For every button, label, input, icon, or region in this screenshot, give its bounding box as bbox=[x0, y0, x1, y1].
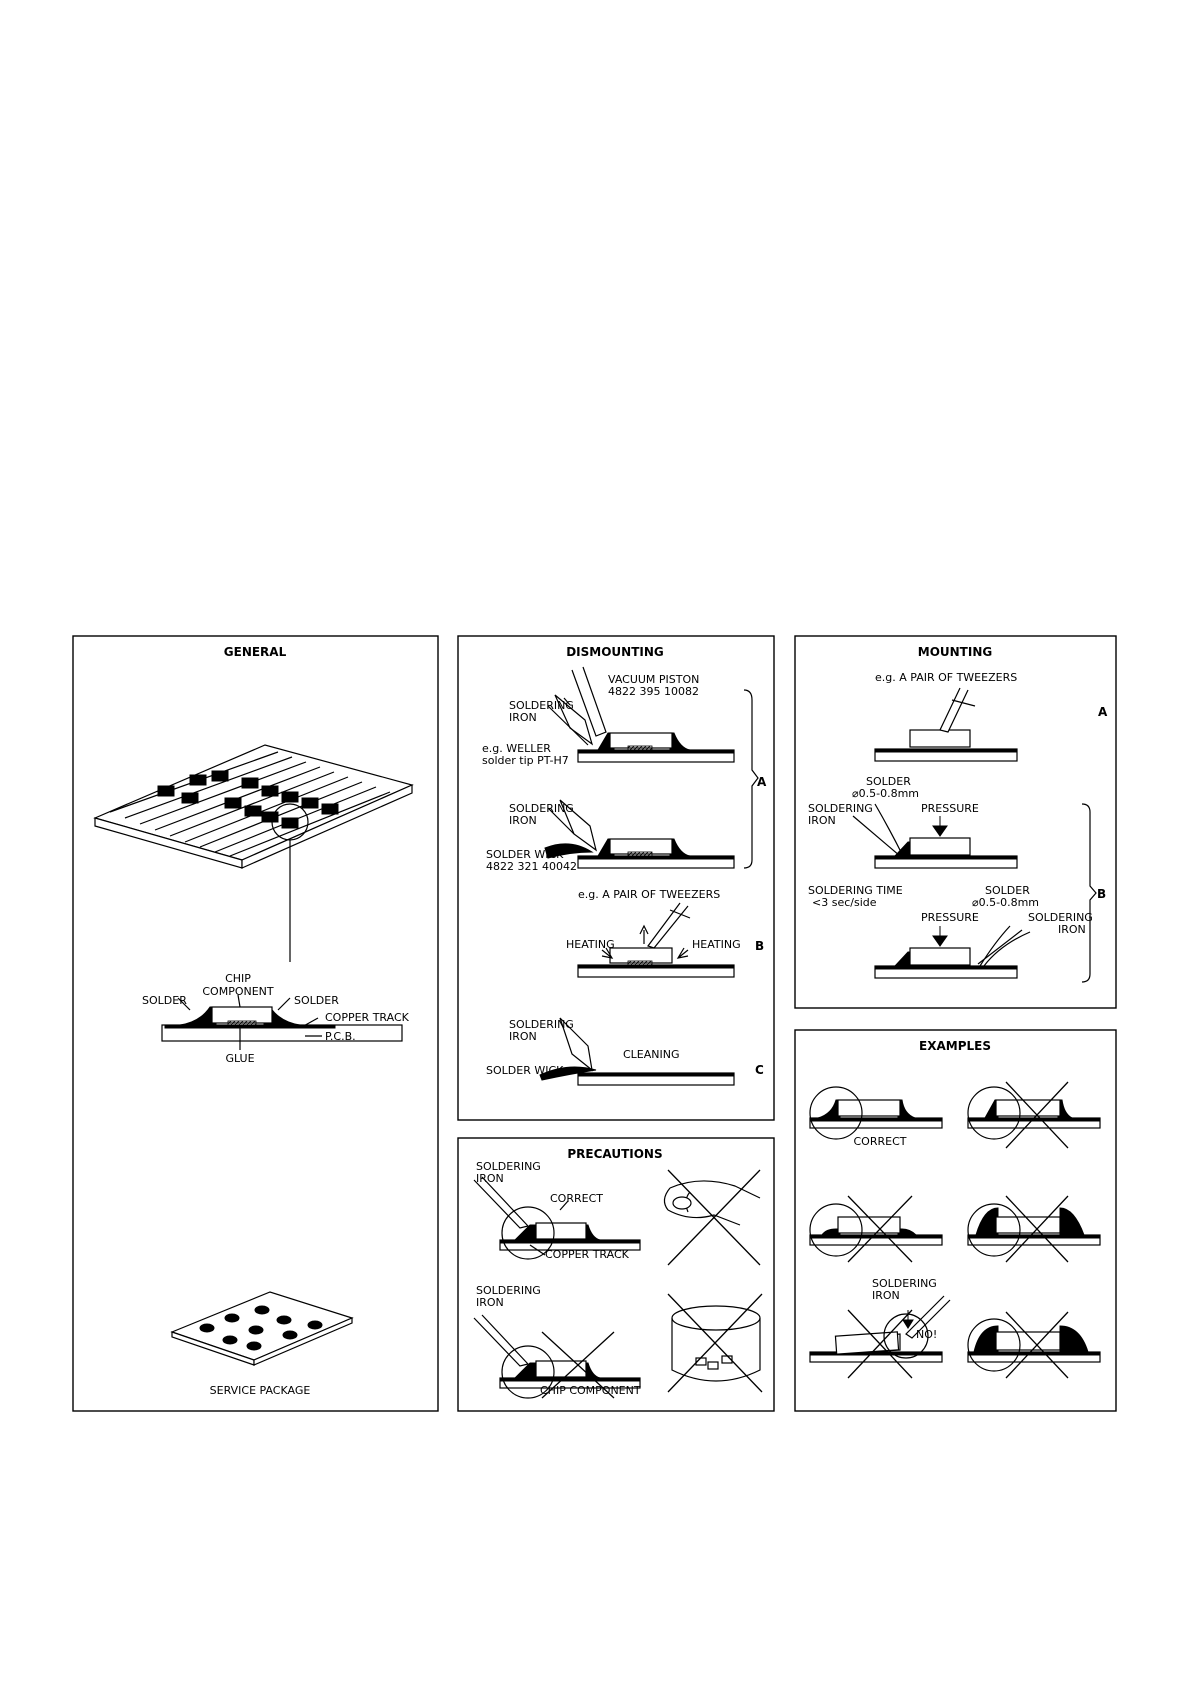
mount-solder-2-dia: ⌀0.5-0.8mm bbox=[972, 896, 1039, 909]
solder-wick-c-label: SOLDER WICK bbox=[486, 1064, 564, 1077]
examples-iron-2: IRON bbox=[872, 1289, 900, 1302]
mount-soldering-time-1: SOLDERING TIME bbox=[808, 884, 903, 897]
solder-label-right: SOLDER bbox=[294, 994, 339, 1007]
mount-solder-1-dia: ⌀0.5-0.8mm bbox=[852, 787, 919, 800]
mount-solder-1: SOLDER bbox=[866, 775, 911, 788]
mount-solder-2: SOLDER bbox=[985, 884, 1030, 897]
precaution-iron-3: SOLDERING bbox=[476, 1284, 541, 1297]
dismount-step-c-illustration bbox=[539, 1017, 735, 1086]
mount-pressure-2: PRESSURE bbox=[921, 911, 979, 924]
precautions-panel-title: PRECAUTIONS bbox=[567, 1147, 662, 1161]
examples-correct-label: CORRECT bbox=[854, 1135, 907, 1148]
container-forbidden-illustration bbox=[667, 1293, 763, 1393]
precaution-copper-track-label: COPPER TRACK bbox=[545, 1248, 630, 1261]
chip-cross-section bbox=[161, 994, 403, 1050]
mounting-panel: MOUNTING e.g. A PAIR OF TWEEZERS A SOLDE… bbox=[794, 635, 1117, 1009]
pcb-board-illustration bbox=[93, 744, 414, 962]
vacuum-piston-label: VACUUM PISTON bbox=[608, 673, 699, 686]
mount-step-b2-illustration bbox=[874, 925, 1031, 979]
mount-iron-1: SOLDERING bbox=[808, 802, 873, 815]
service-package-label: SERVICE PACKAGE bbox=[210, 1384, 311, 1397]
example-wrong-4 bbox=[809, 1295, 951, 1379]
general-panel-title: GENERAL bbox=[224, 645, 287, 659]
precaution-iron-4: IRON bbox=[476, 1296, 504, 1309]
dismount-step-a2-illustration bbox=[544, 799, 735, 869]
mount-soldering-time-2: <3 sec/side bbox=[812, 896, 877, 909]
precaution-wrong-illustration bbox=[473, 1314, 641, 1399]
smd-chip-array bbox=[157, 770, 339, 829]
mounting-panel-title: MOUNTING bbox=[918, 645, 992, 659]
example-wrong-5 bbox=[967, 1311, 1101, 1379]
dismount-step-b-illustration bbox=[577, 902, 735, 978]
soldering-iron-c-2: IRON bbox=[509, 1030, 537, 1043]
precautions-panel: PRECAUTIONS SOLDERING IRON CORRECT COPPE… bbox=[457, 1137, 775, 1412]
precaution-iron-1: SOLDERING bbox=[476, 1160, 541, 1173]
heating-left-label: HEATING bbox=[566, 938, 615, 951]
precautions-panel-frame bbox=[457, 1137, 775, 1412]
mount-step-b1-illustration bbox=[852, 803, 1018, 869]
mount-iron-4: IRON bbox=[1058, 923, 1086, 936]
dismount-step-b: B bbox=[755, 939, 764, 953]
examples-panel-frame bbox=[794, 1029, 1117, 1412]
examples-panel-title: EXAMPLES bbox=[919, 1039, 991, 1053]
dismounting-panel-title: DISMOUNTING bbox=[566, 645, 664, 659]
example-wrong-1 bbox=[967, 1081, 1101, 1149]
cleaning-label: CLEANING bbox=[623, 1048, 680, 1061]
glue-label: GLUE bbox=[225, 1052, 254, 1065]
general-panel-frame bbox=[72, 635, 439, 1412]
precaution-chip-component-label: CHIP COMPONENT bbox=[540, 1384, 641, 1397]
general-panel: GENERAL bbox=[72, 635, 439, 1412]
pcb-label: P.C.B. bbox=[325, 1030, 356, 1043]
mount-step-b-brace bbox=[1081, 803, 1097, 983]
examples-no-label: NO! bbox=[916, 1328, 937, 1341]
precaution-iron-2: IRON bbox=[476, 1172, 504, 1185]
soldering-iron-a2-1: SOLDERING bbox=[509, 802, 574, 815]
step-a-brace bbox=[743, 689, 759, 869]
vacuum-piston-part: 4822 395 10082 bbox=[608, 685, 699, 698]
mounting-tweezers-label: e.g. A PAIR OF TWEEZERS bbox=[875, 671, 1017, 684]
precaution-correct-illustration bbox=[473, 1176, 641, 1260]
component-label: COMPONENT bbox=[202, 985, 274, 998]
dismounting-panel-frame bbox=[457, 635, 775, 1121]
soldering-iron-a2-2: IRON bbox=[509, 814, 537, 827]
dismount-step-a1-illustration bbox=[547, 666, 735, 763]
precaution-correct-label: CORRECT bbox=[550, 1192, 603, 1205]
soldering-iron-a1-2: IRON bbox=[509, 711, 537, 724]
solder-wick-part: 4822 321 40042 bbox=[486, 860, 577, 873]
dismount-step-a: A bbox=[757, 775, 767, 789]
mount-step-b: B bbox=[1097, 887, 1106, 901]
tweezers-label-dismount: e.g. A PAIR OF TWEEZERS bbox=[578, 888, 720, 901]
soldering-iron-c-1: SOLDERING bbox=[509, 1018, 574, 1031]
weller-label-2: solder tip PT-H7 bbox=[482, 754, 569, 767]
mount-iron-3: SOLDERING bbox=[1028, 911, 1093, 924]
mount-pressure-1: PRESSURE bbox=[921, 802, 979, 815]
soldering-iron-a1-1: SOLDERING bbox=[509, 699, 574, 712]
mounting-panel-frame bbox=[794, 635, 1117, 1009]
examples-iron-1: SOLDERING bbox=[872, 1277, 937, 1290]
hand-touch-forbidden-illustration bbox=[663, 1169, 761, 1266]
copper-track-label: COPPER TRACK bbox=[325, 1011, 410, 1024]
heating-right-label: HEATING bbox=[692, 938, 741, 951]
dismounting-panel: DISMOUNTING VACUUM PISTON 4822 395 10082… bbox=[457, 635, 775, 1121]
mount-step-a: A bbox=[1098, 705, 1108, 719]
example-wrong-3 bbox=[967, 1195, 1101, 1263]
example-correct bbox=[809, 1086, 943, 1140]
example-wrong-2 bbox=[809, 1195, 943, 1263]
solder-label-left: SOLDER bbox=[142, 994, 187, 1007]
mount-iron-2: IRON bbox=[808, 814, 836, 827]
solder-wick-label: SOLDER WICK bbox=[486, 848, 564, 861]
weller-label-1: e.g. WELLER bbox=[482, 742, 551, 755]
service-package-illustration bbox=[170, 1291, 354, 1366]
chip-label-1: CHIP bbox=[225, 972, 251, 985]
mount-step-a-illustration bbox=[874, 687, 1018, 762]
examples-panel: EXAMPLES CORRECT bbox=[794, 1029, 1117, 1412]
dismount-step-c: C bbox=[755, 1063, 764, 1077]
